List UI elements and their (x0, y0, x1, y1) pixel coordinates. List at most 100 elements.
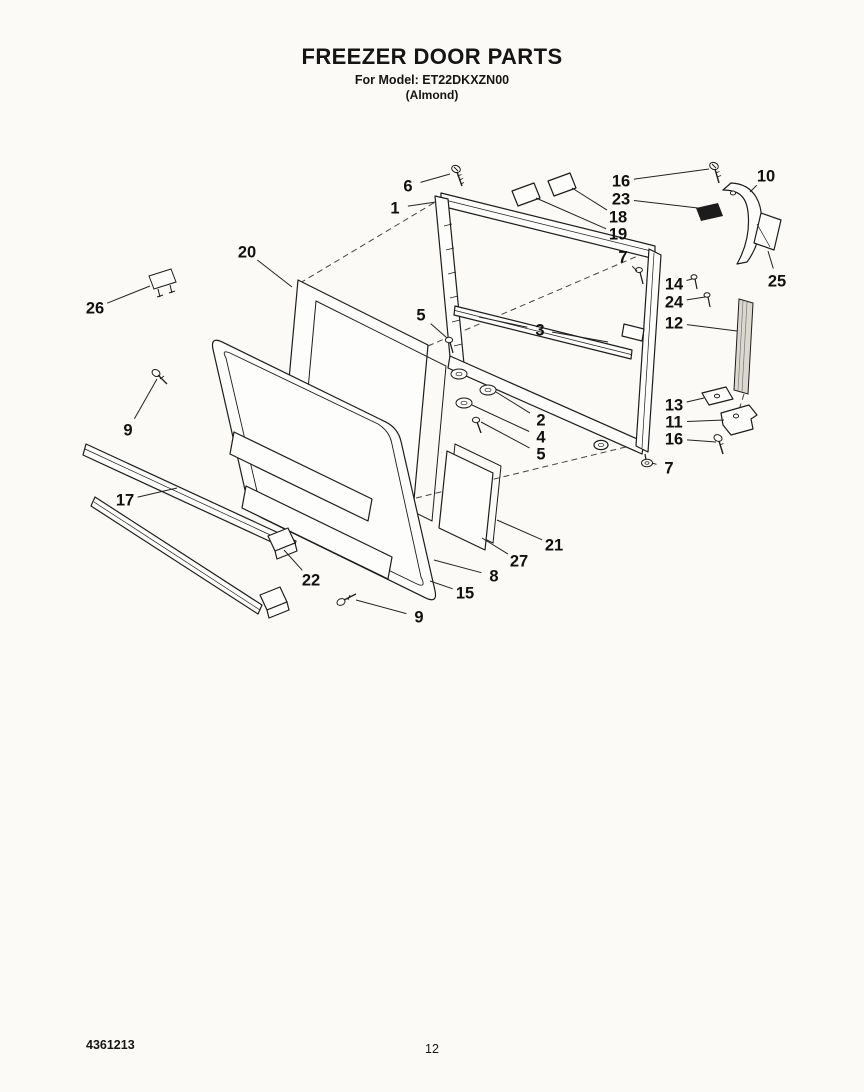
door-frame-assembly (434, 192, 662, 455)
shim-plates (511, 172, 577, 207)
callout-12: 12 (665, 315, 683, 333)
callout-leader-10 (749, 184, 758, 193)
callout-leader-25 (767, 250, 774, 269)
callout-leader-9 (355, 599, 407, 615)
callout-leader-11 (686, 419, 725, 422)
callout-7: 7 (664, 460, 673, 478)
shim-plate-19 (511, 182, 541, 207)
door-shell-inner-edge (223, 351, 424, 586)
hinge-shim-25 (753, 212, 782, 251)
callout-leader-23 (633, 200, 699, 209)
callout-15: 15 (456, 585, 474, 603)
callout-8: 8 (489, 568, 498, 586)
callout-4: 4 (536, 429, 546, 447)
callout-6: 6 (403, 178, 412, 196)
shim-plate-18 (547, 172, 577, 197)
clip-26 (148, 268, 177, 298)
callout-leader-2 (495, 391, 531, 414)
callout-leader-4 (471, 404, 530, 432)
callout-leader-20 (256, 259, 293, 288)
inner-liner-rib-bank-upper (229, 431, 373, 522)
model-line: For Model: ET22DKXZN00 (354, 73, 510, 87)
callout-leader-16 (633, 168, 710, 180)
screw-7-top (635, 267, 644, 285)
callout-16: 16 (665, 431, 683, 449)
mid-rail-bracket (621, 323, 645, 342)
callout-leader-7 (631, 265, 638, 272)
top-hinge-bracket-10 (722, 182, 762, 265)
callout-18: 18 (609, 209, 627, 227)
callout-leader-6 (420, 173, 451, 183)
screw-5-lower (471, 416, 482, 434)
callout-leader-1 (407, 201, 437, 207)
screw-9-bottom (336, 593, 357, 606)
hinge-cam-23 (696, 203, 723, 221)
callout-16: 16 (612, 173, 630, 191)
callout-leader-12 (686, 324, 738, 332)
door-trim-strips (82, 443, 298, 619)
callout-23: 23 (612, 191, 630, 209)
trim-end-cap-lower (259, 586, 290, 619)
callout-leader-26 (106, 285, 151, 304)
callout-14: 14 (665, 276, 684, 294)
door-panel-stack (211, 279, 502, 601)
lower-insulation-panel (438, 450, 494, 551)
screw-16-bottom (713, 434, 724, 455)
callout-leader-15 (429, 580, 453, 590)
callout-5: 5 (536, 446, 545, 464)
callout-leader-5 (480, 421, 530, 449)
callout-11: 11 (665, 414, 682, 432)
callout-24: 24 (665, 294, 684, 312)
callout-leader-13 (686, 397, 705, 403)
inner-liner-rib-bank-lower (241, 485, 393, 580)
trim-end-cap-upper (267, 527, 298, 560)
screw-9-left (151, 369, 168, 385)
callout-leader-19 (535, 197, 607, 230)
hinge-bracket-hole (729, 190, 737, 196)
frame-right-rail (635, 248, 662, 453)
callout-leader-17 (137, 487, 178, 498)
callout-leader-5 (430, 323, 448, 339)
callout-27: 27 (510, 553, 528, 571)
callout-leader-9 (133, 378, 158, 419)
callout-leader-8 (433, 559, 482, 574)
frame-fasteners (148, 164, 497, 606)
callout-9: 9 (414, 609, 423, 627)
callout-25: 25 (768, 273, 786, 291)
page-number: 12 (425, 1042, 439, 1056)
bottom-hinge-bracket-11 (720, 404, 758, 436)
callout-1: 1 (390, 200, 399, 218)
screw-6 (451, 164, 465, 187)
callout-leader-3 (478, 316, 528, 328)
callout-10: 10 (757, 168, 775, 186)
callout-leader-27 (481, 537, 509, 555)
document-header: FREEZER DOOR PARTS For Model: ET22DKXZN0… (0, 0, 864, 102)
callout-leader-22 (283, 549, 303, 571)
callout-7: 7 (618, 249, 627, 267)
callout-leader-16 (686, 439, 717, 443)
callout-17: 17 (116, 492, 134, 510)
page-title: FREEZER DOOR PARTS (301, 44, 563, 69)
callout-leader-14 (686, 278, 693, 281)
callout-22: 22 (302, 572, 320, 590)
document-number: 4361213 (86, 1038, 135, 1052)
callout-21: 21 (545, 537, 563, 555)
callout-5: 5 (416, 307, 425, 325)
callout-3: 3 (535, 322, 544, 340)
screw-16-top (709, 161, 722, 184)
grommet-2 (479, 384, 497, 396)
door-outer-shell (211, 339, 437, 601)
hinge-rail-12 (733, 298, 754, 395)
callout-9: 9 (123, 422, 132, 440)
callout-13: 13 (665, 397, 683, 415)
screw-5-upper (444, 336, 454, 354)
callout-20: 20 (238, 244, 256, 262)
frame-bottom-rail (447, 355, 645, 455)
callout-leader-7 (651, 462, 657, 465)
foot-7-bottom (641, 453, 653, 468)
stud-14 (690, 274, 698, 290)
callout-19: 19 (609, 226, 627, 244)
